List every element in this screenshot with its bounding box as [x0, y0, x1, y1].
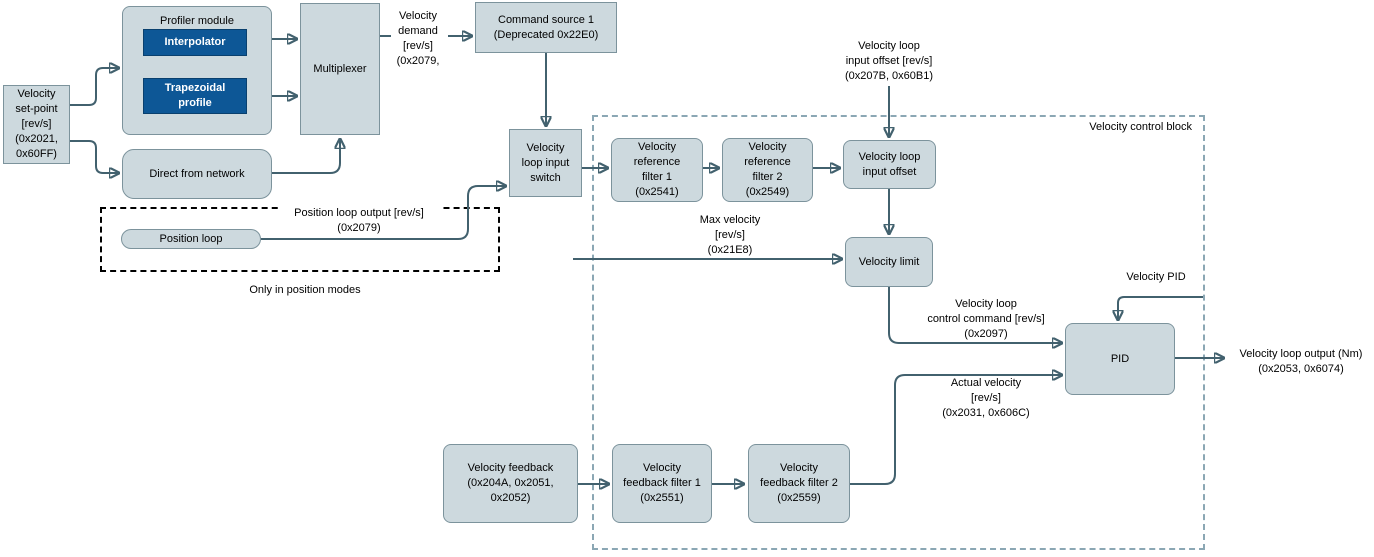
connector-setpoint-to-profiler — [70, 68, 119, 106]
interpolator-block: Interpolator — [143, 29, 247, 56]
command-source-block: Command source 1 (Deprecated 0x22E0) — [475, 2, 617, 53]
direct-from-network-block: Direct from network — [122, 149, 272, 199]
connector-limit-to-pid — [888, 287, 1062, 343]
position-loop-output-label: Position loop output [rev/s] (0x2079) — [278, 206, 440, 236]
velocity-loop-input-switch-block: Velocity loop input switch — [509, 129, 582, 197]
velocity-limit-block: Velocity limit — [845, 237, 933, 287]
position-loop-block: Position loop — [121, 229, 261, 249]
velocity-feedback-filter-1-block: Velocity feedback filter 1 (0x2551) — [612, 444, 712, 523]
pid-block: PID — [1065, 323, 1175, 395]
velocity-reference-filter-2-block: Velocity reference filter 2 (0x2549) — [722, 138, 813, 202]
profiler-module-title: Profiler module — [160, 15, 234, 27]
velocity-loop-output-label: Velocity loop output (Nm) (0x2053, 0x607… — [1239, 348, 1363, 375]
velocity-loop-control-command-label: Velocity loop control command [rev/s] (0… — [927, 298, 1045, 340]
only-in-position-modes-label: Only in position modes — [249, 284, 361, 296]
velocity-pid-label: Velocity PID — [1126, 271, 1186, 283]
velocity-feedback-block: Velocity feedback (0x204A, 0x2051, 0x205… — [443, 444, 578, 523]
connector-position-loop-to-switch — [261, 186, 506, 240]
profiler-module-block: Profiler module — [122, 6, 272, 135]
connector-direct-from-network-to-multiplexer — [272, 139, 340, 174]
velocity-control-block-title: Velocity control block — [1089, 121, 1192, 133]
velocity-set-point-block: Velocity set-point [rev/s] (0x2021, 0x60… — [3, 85, 70, 164]
velocity-loop-input-offset-block: Velocity loop input offset — [843, 140, 936, 189]
trapezoidal-profile-block: Trapezoidal profile — [143, 78, 247, 114]
max-velocity-label: Max velocity [rev/s] (0x21E8) — [699, 214, 761, 256]
connector-feedback-filter-2-to-pid — [849, 375, 1062, 485]
velocity-loop-input-offset-signal-label: Velocity loop input offset [rev/s] (0x20… — [844, 40, 934, 82]
multiplexer-block: Multiplexer — [300, 3, 380, 135]
velocity-control-block-group — [592, 115, 1205, 550]
connector-velocity-pid-to-pid — [1118, 296, 1203, 320]
velocity-feedback-filter-2-block: Velocity feedback filter 2 (0x2559) — [748, 444, 850, 523]
velocity-demand-label: Velocity demand [rev/s] (0x2079, — [396, 10, 440, 67]
velocity-reference-filter-1-block: Velocity reference filter 1 (0x2541) — [611, 138, 703, 202]
actual-velocity-label: Actual velocity [rev/s] (0x2031, 0x606C) — [942, 377, 1030, 419]
connector-setpoint-to-direct-from-network — [70, 140, 119, 173]
